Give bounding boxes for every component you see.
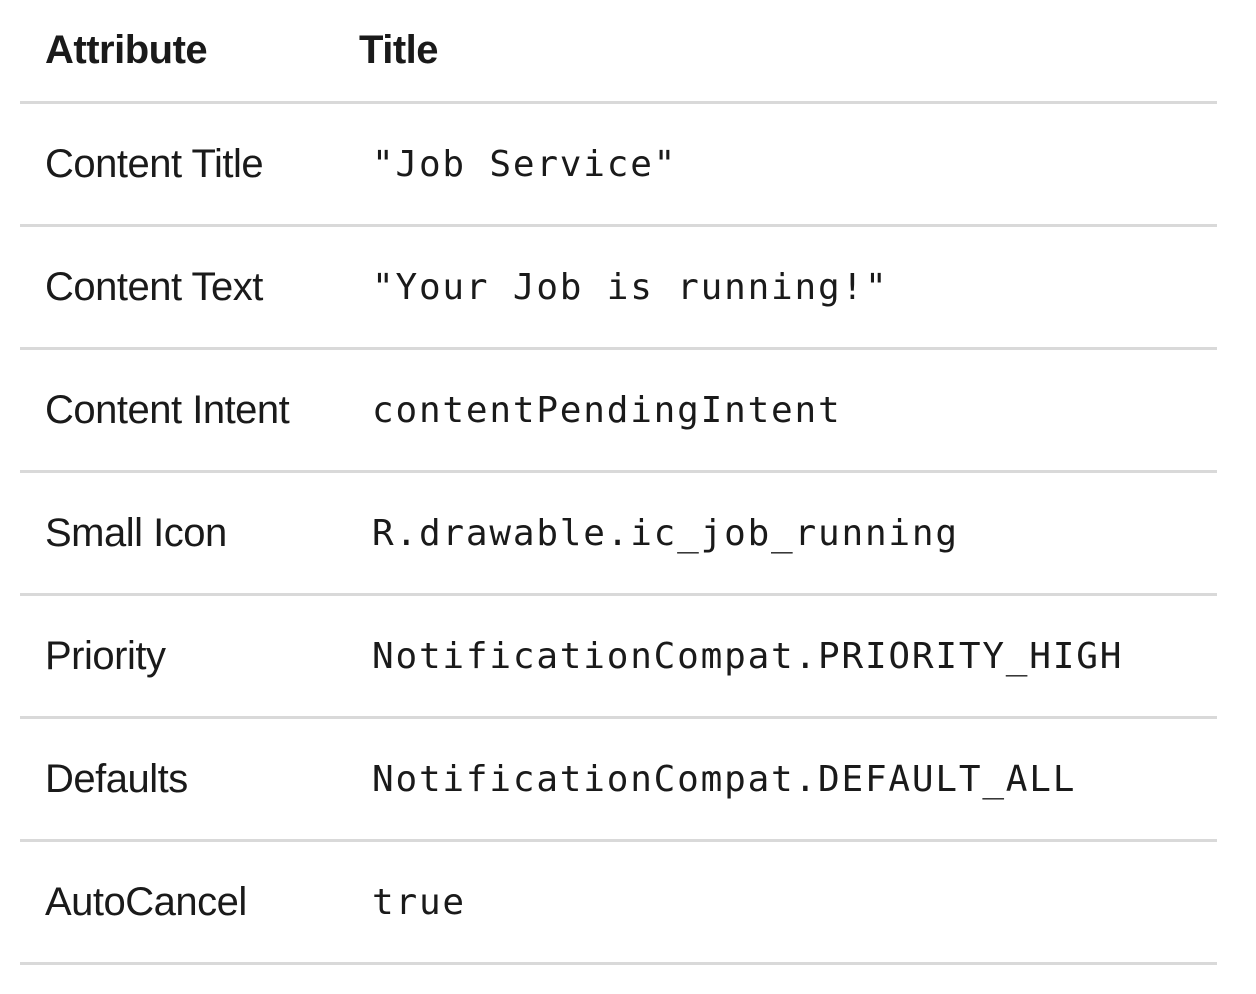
attribute-cell: Content Text [45, 264, 263, 309]
attribute-cell: AutoCancel [45, 879, 247, 924]
value-cell: NotificationCompat.PRIORITY_HIGH [372, 635, 1124, 677]
table-row: Defaults NotificationCompat.DEFAULT_ALL [20, 719, 1217, 842]
table-header-row: Attribute Title [20, 0, 1217, 104]
value-cell: true [372, 881, 466, 923]
table-row: Content Intent contentPendingIntent [20, 350, 1217, 473]
attribute-cell: Content Intent [45, 387, 290, 432]
attribute-cell: Content Title [45, 141, 264, 186]
table-row: Priority NotificationCompat.PRIORITY_HIG… [20, 596, 1217, 719]
table-row: Small Icon R.drawable.ic_job_running [20, 473, 1217, 596]
table-row: Content Title "Job Service" [20, 104, 1217, 227]
value-cell: NotificationCompat.DEFAULT_ALL [372, 758, 1077, 800]
table-row: Content Text "Your Job is running!" [20, 227, 1217, 350]
attribute-cell: Defaults [45, 756, 188, 801]
value-cell: contentPendingIntent [372, 389, 842, 431]
table-row: AutoCancel true [20, 842, 1217, 965]
value-cell: "Your Job is running!" [372, 266, 889, 308]
attribute-cell: Small Icon [45, 510, 227, 555]
column-header-title: Title [359, 28, 439, 72]
value-cell: R.drawable.ic_job_running [372, 512, 959, 554]
value-cell: "Job Service" [372, 143, 678, 185]
column-header-attribute: Attribute [45, 28, 208, 72]
attribute-cell: Priority [45, 633, 166, 678]
attributes-table: Attribute Title Content Title "Job Servi… [20, 0, 1217, 965]
